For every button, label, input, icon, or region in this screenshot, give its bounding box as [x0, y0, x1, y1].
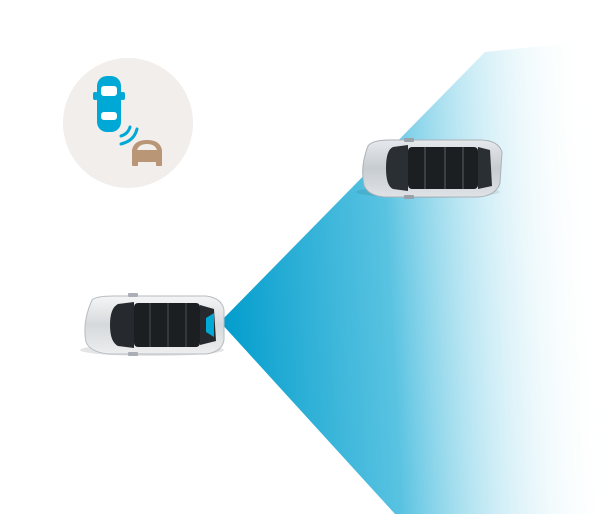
collision-warning-icon — [63, 58, 193, 188]
car-top-view-icon — [93, 76, 125, 132]
white-suv-top-view — [80, 293, 225, 356]
silver-suv-top-view — [356, 138, 503, 199]
car-front-view-icon — [132, 140, 162, 166]
sensor-detection-cone — [220, 40, 600, 514]
sensor-signal-waves-icon — [119, 125, 139, 146]
